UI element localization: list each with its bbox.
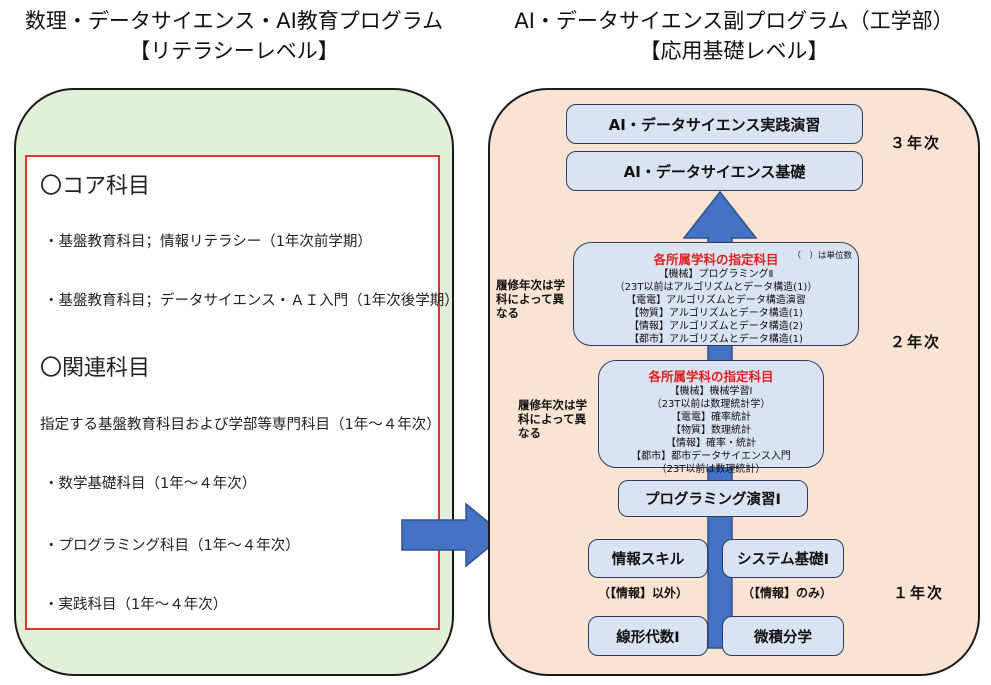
- lower-line-6: 【都市】都市データサイエンス入門: [631, 451, 791, 462]
- calculus-box: 微積分学: [722, 616, 844, 656]
- lower-group-title: 各所属学科の指定科目: [648, 369, 774, 384]
- related-item-2: ・プログラミング科目（1年～４年次）: [44, 538, 300, 554]
- related-subjects-title: 〇関連科目: [40, 356, 151, 381]
- dept-specified-subjects-lower: 各所属学科の指定科目 【機械】機械学習Ⅰ （23T以前は数理統計学） 【電電】確…: [598, 360, 824, 475]
- related-item-1: ・数学基礎科目（1年～４年次）: [44, 476, 257, 492]
- core-item-1: ・基盤教育科目；情報リテラシー（1年次前学期）: [44, 234, 372, 250]
- ai-ds-basics-box: AI・データサイエンス基礎: [566, 151, 863, 191]
- unit-note: （ ）は単位数: [792, 251, 852, 261]
- upper-line-4: 【物質】アルゴリズムとデータ構造(1): [629, 308, 803, 319]
- ai-ds-practice-box: AI・データサイエンス実践演習: [566, 104, 863, 144]
- lower-line-4: 【物質】数理統計: [671, 425, 751, 436]
- left-heading-line1: 数理・データサイエンス・AI教育プログラム: [24, 9, 444, 33]
- core-item-2: ・基盤教育科目；データサイエンス・ＡＩ入門（1年次後学期）: [44, 293, 459, 309]
- upper-line-2: （23T以前はアルゴリズムとデータ構造(1)）: [614, 282, 818, 293]
- lower-line-7: （23T以前は数理統計）: [656, 464, 766, 475]
- related-item-3: ・実践科目（1年～４年次）: [44, 597, 228, 613]
- upper-line-1: 【機械】プログラミングⅡ: [658, 269, 774, 280]
- year-1-label: １年次: [893, 584, 945, 602]
- system-basics-box: システム基礎Ⅰ: [722, 539, 844, 578]
- upper-line-5: 【情報】アルゴリズムとデータ構造(2): [629, 321, 803, 332]
- right-heading-line2: 【応用基礎レベル】: [639, 39, 829, 63]
- related-description: 指定する基盤教育科目および学部等専門科目（1年～４年次）: [40, 417, 441, 433]
- lower-line-1: 【機械】機械学習Ⅰ: [669, 386, 753, 397]
- upper-line-3: 【電電】アルゴリズムとデータ構造演習: [626, 295, 806, 306]
- info-skill-box: 情報スキル: [588, 539, 708, 578]
- note-only-info: （【情報】のみ）: [742, 586, 833, 600]
- lower-line-3: 【電電】確率統計: [671, 412, 751, 423]
- left-heading: 数理・データサイエンス・AI教育プログラム 【リテラシーレベル】: [14, 6, 454, 66]
- side-note-upper: 履修年次は学 科によって異 なる: [496, 278, 565, 320]
- right-heading: AI・データサイエンス副プログラム（工学部） 【応用基礎レベル】: [488, 6, 980, 66]
- upper-line-6: 【都市】アルゴリズムとデータ構造(1): [629, 334, 803, 345]
- literacy-course-list: [25, 155, 440, 630]
- note-except-info: （【情報】以外）: [598, 586, 689, 600]
- side-note-lower: 履修年次は学 科によって異 なる: [518, 398, 587, 440]
- upper-group-title: 各所属学科の指定科目: [653, 252, 779, 267]
- dept-specified-subjects-upper: 各所属学科の指定科目 （ ）は単位数 【機械】プログラミングⅡ （23T以前はア…: [573, 242, 859, 346]
- lower-line-2: （23T以前は数理統計学）: [651, 399, 771, 410]
- year-2-label: ２年次: [890, 333, 942, 351]
- linear-algebra-box: 線形代数Ⅰ: [588, 616, 708, 656]
- programming-exercise-box: プログラミング演習Ⅰ: [618, 480, 808, 517]
- right-heading-line1: AI・データサイエンス副プログラム（工学部）: [514, 9, 954, 33]
- lower-line-5: 【情報】確率・統計: [666, 438, 756, 449]
- right-arrow-icon: [401, 502, 506, 568]
- year-3-label: ３年次: [890, 134, 942, 152]
- left-heading-line2: 【リテラシーレベル】: [129, 39, 339, 63]
- core-subjects-title: 〇コア科目: [40, 174, 151, 199]
